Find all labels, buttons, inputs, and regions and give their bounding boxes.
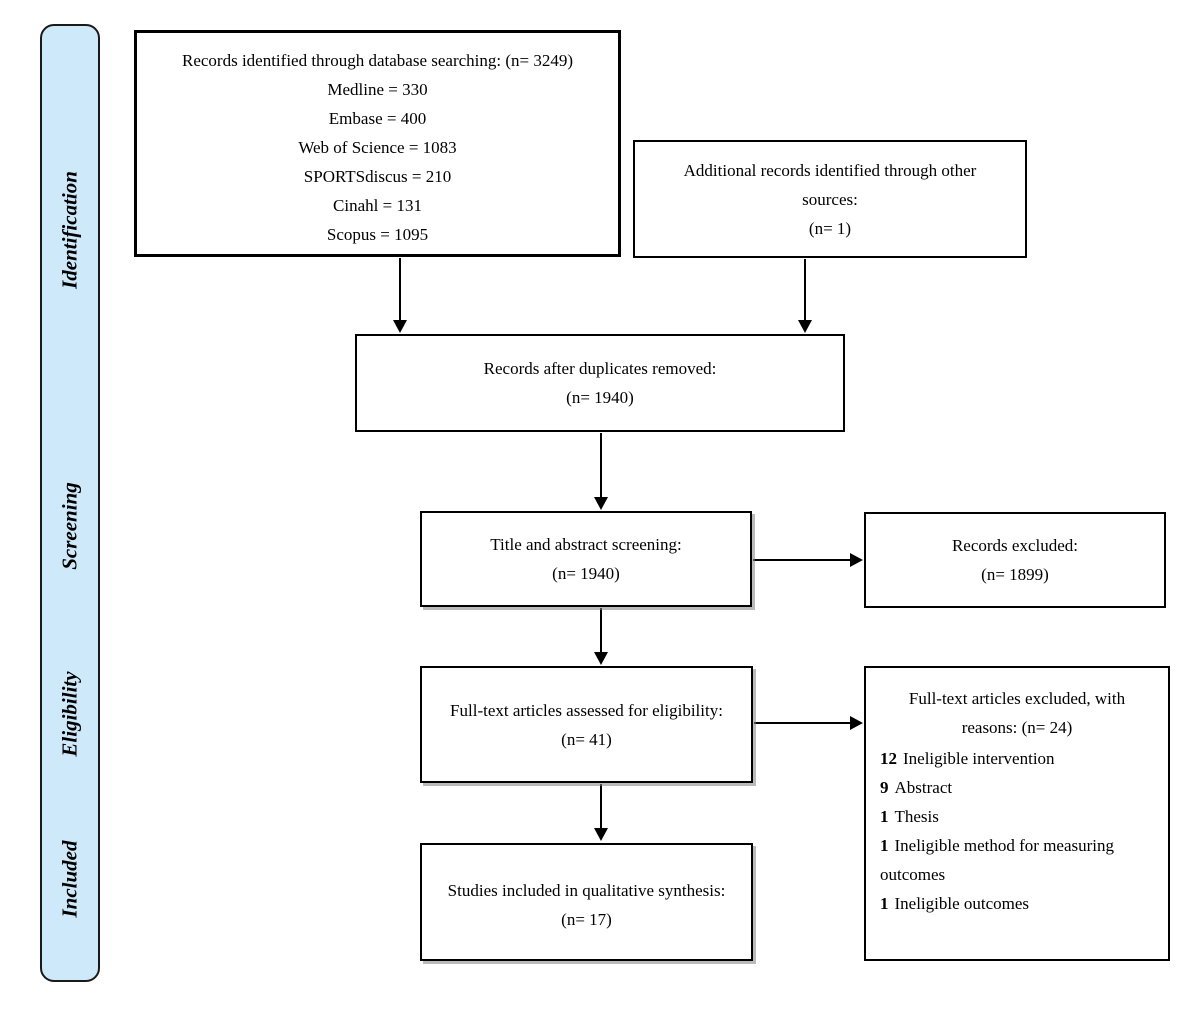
records-excluded-text: Records excluded: xyxy=(951,536,1079,555)
box-duplicates-removed: Records after duplicates removed: (n= 19… xyxy=(355,334,845,432)
arrow-screening-to-excluded xyxy=(753,553,863,567)
studies-included-count: (n= 17) xyxy=(561,910,612,929)
box-records-identified: Records identified through database sear… xyxy=(134,30,621,257)
source-embase: Embase = 400 xyxy=(328,109,427,128)
reason-count: 9 xyxy=(880,778,889,797)
additional-records-count: (n= 1) xyxy=(808,218,852,238)
fulltext-assessed-text: Full-text articles assessed for eligibil… xyxy=(450,700,723,720)
stage-label-identification: Identification xyxy=(57,171,82,289)
duplicates-removed-count: (n= 1940) xyxy=(566,388,634,407)
box-additional-records: Additional records identified through ot… xyxy=(633,140,1027,258)
title-abstract-count: (n= 1940) xyxy=(552,564,620,583)
reason-ineligible-intervention: 12 Ineligible intervention xyxy=(880,744,1154,773)
reason-count: 1 xyxy=(880,807,889,826)
source-scopus: Scopus = 1095 xyxy=(326,225,429,244)
arrow-fulltext-to-ft-excluded xyxy=(754,716,863,730)
box-title-abstract-screening: Title and abstract screening: (n= 1940) xyxy=(420,511,752,607)
title-abstract-text: Title and abstract screening: xyxy=(490,535,682,554)
source-medline: Medline = 330 xyxy=(327,80,428,99)
stage-label-screening: Screening xyxy=(57,482,82,570)
arrow-screening-to-fulltext xyxy=(594,608,608,665)
stage-label-eligibility: Eligibility xyxy=(57,671,82,757)
reason-text: Thesis xyxy=(894,807,939,826)
reason-text: Abstract xyxy=(894,778,953,797)
duplicates-removed-text: Records after duplicates removed: xyxy=(483,359,717,378)
source-cinahl: Cinahl = 131 xyxy=(333,196,422,215)
reason-text: Ineligible outcomes xyxy=(894,894,1030,913)
arrow-duplicates-to-screening xyxy=(594,433,608,510)
studies-included-text: Studies included in qualitative synthesi… xyxy=(447,881,726,900)
box-records-excluded: Records excluded: (n= 1899) xyxy=(864,512,1166,608)
reason-count: 1 xyxy=(880,836,889,855)
records-identified-title: Records identified through database sear… xyxy=(181,51,574,70)
reason-abstract: 9 Abstract xyxy=(880,773,1154,802)
stage-label-included: Included xyxy=(57,840,82,918)
box-studies-included: Studies included in qualitative synthesi… xyxy=(420,843,753,961)
box-fulltext-assessed: Full-text articles assessed for eligibil… xyxy=(420,666,753,783)
arrow-identified-to-duplicates xyxy=(393,258,407,333)
records-excluded-count: (n= 1899) xyxy=(981,565,1049,584)
reason-text: Ineligible method for measuring outcomes xyxy=(880,836,1115,884)
source-web-of-science: Web of Science = 1083 xyxy=(298,138,457,157)
box-fulltext-excluded: Full-text articles excluded, with reason… xyxy=(864,666,1170,961)
reason-count: 1 xyxy=(880,894,889,913)
additional-records-text: Additional records identified through ot… xyxy=(683,160,977,209)
source-sportsdiscus: SPORTSdiscus = 210 xyxy=(303,167,452,186)
reason-text: Ineligible intervention xyxy=(903,749,1055,768)
fulltext-assessed-count: (n= 41) xyxy=(561,729,612,749)
reason-count: 12 xyxy=(880,749,897,768)
fulltext-excluded-title: Full-text articles excluded, with reason… xyxy=(908,689,1126,737)
reason-ineligible-outcomes: 1 Ineligible outcomes xyxy=(880,889,1154,918)
stage-sidebar: Identification Screening Eligibility Inc… xyxy=(40,24,100,982)
arrow-fulltext-to-included xyxy=(594,784,608,841)
reason-thesis: 1 Thesis xyxy=(880,802,1154,831)
exclusion-reasons-list: 12 Ineligible intervention 9 Abstract 1 The… xyxy=(880,744,1154,918)
arrow-additional-to-duplicates xyxy=(798,259,812,333)
